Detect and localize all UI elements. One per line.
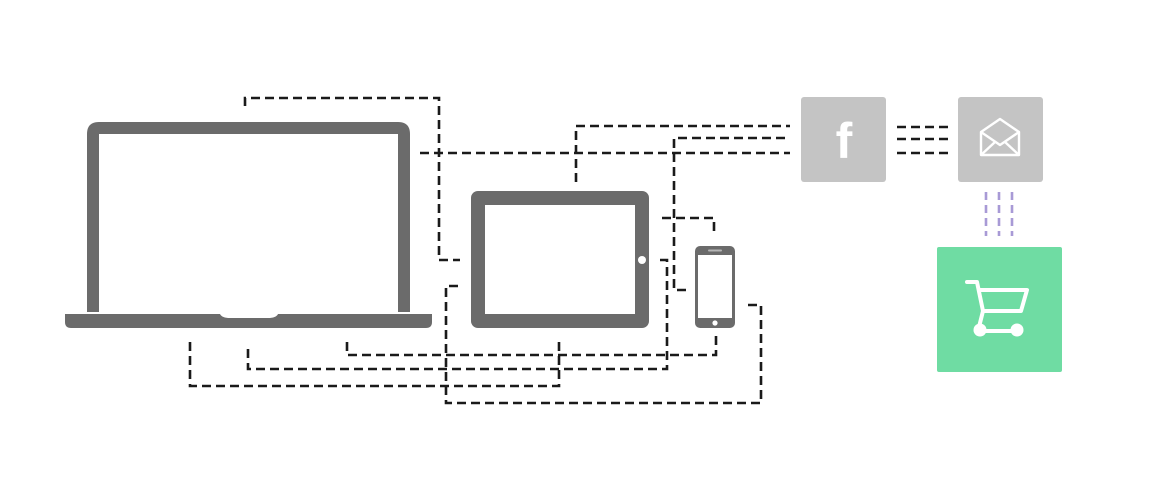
laptop-icon <box>65 122 432 328</box>
facebook-icon: f <box>836 113 853 169</box>
accent-connectors <box>984 192 1014 236</box>
phone-icon <box>695 246 735 328</box>
connector-laptop-top-tablet <box>243 96 460 262</box>
tablet-icon <box>471 191 649 328</box>
facebook-tile: f <box>801 97 886 182</box>
email-tile <box>958 97 1043 182</box>
envelope-icon <box>979 117 1021 157</box>
shop-tile <box>937 247 1062 372</box>
connector-tablet-phone-right <box>444 284 763 405</box>
connectors <box>188 96 948 405</box>
connector-laptop-tablet-bottom <box>188 340 561 388</box>
connector-tablet-right-bottom <box>246 258 669 371</box>
connector-phone-facebook <box>672 136 790 292</box>
connector-tablet-facebook <box>574 124 790 182</box>
connector-tablet-phone-top <box>662 216 716 232</box>
connector-laptop-phone-bottom <box>345 336 718 357</box>
